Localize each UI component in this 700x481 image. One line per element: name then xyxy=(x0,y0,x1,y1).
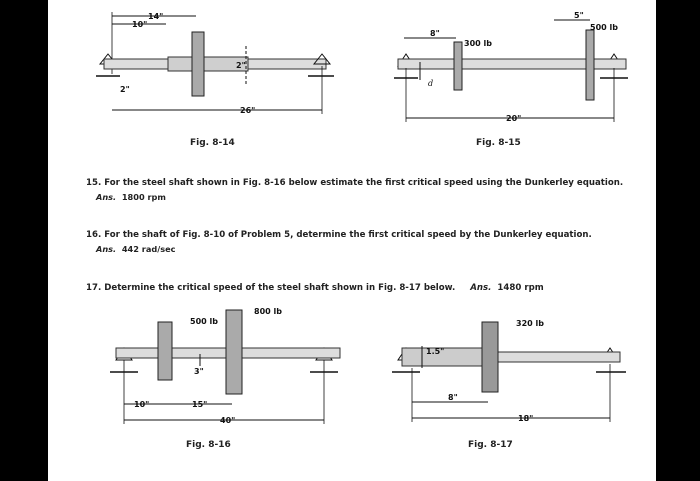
problem-17: 17. Determine the critical speed of the … xyxy=(86,283,544,293)
fig17-load: 320 lb xyxy=(516,319,544,328)
figure-8-15: 8" 5" 300 lb 500 lb d 20" xyxy=(394,6,634,126)
fig17-dia: 1.5" xyxy=(426,347,444,356)
fig15-load-b: 500 lb xyxy=(590,23,618,32)
problem-16-answer: Ans. 442 rad/sec xyxy=(96,244,176,254)
fig15-dim-gap: 8" xyxy=(430,29,440,38)
fig16-load-a: 500 lb xyxy=(190,317,218,326)
fig16-seg-a: 10" xyxy=(134,400,149,409)
answer-label: Ans. xyxy=(96,244,117,254)
problem-16-text: For the shaft of Fig. 8-10 of Problem 5,… xyxy=(104,230,592,240)
fig15-load-a: 300 lb xyxy=(464,39,492,48)
fig16-caption: Fig. 8-16 xyxy=(186,440,231,450)
fig15-dim-end: 5" xyxy=(574,11,584,20)
answer-value: 1800 rpm xyxy=(121,192,166,202)
answer-label: Ans. xyxy=(470,283,492,293)
problem-16-number: 16. xyxy=(86,230,102,240)
fig14-caption: Fig. 8-14 xyxy=(190,138,235,148)
fig15-diameter: d xyxy=(428,79,433,88)
fig14-dim-span: 26" xyxy=(240,106,255,115)
fig15-dim-span: 20" xyxy=(506,114,521,123)
fig15-caption: Fig. 8-15 xyxy=(476,138,521,148)
fig17-caption: Fig. 8-17 xyxy=(468,440,513,450)
problem-17-number: 17. xyxy=(86,283,102,293)
problem-15-number: 15. xyxy=(86,178,102,188)
fig14-dim-small: 2" xyxy=(236,61,246,70)
answer-label: Ans. xyxy=(96,192,117,202)
fig14-dim-left: 10" xyxy=(132,20,147,29)
fig17-span: 18" xyxy=(518,414,533,423)
figure-8-17: 320 lb 1.5" 8" 18" xyxy=(392,306,632,432)
problem-16: 16. For the shaft of Fig. 8-10 of Proble… xyxy=(86,230,592,240)
textbook-page: 14" 10" 2" 2" 26" Fig. 8-14 xyxy=(48,0,656,481)
figure-8-16: 500 lb 800 lb 3" 10" 15" 40" xyxy=(108,300,348,430)
fig14-dim-top: 14" xyxy=(148,12,163,21)
problem-15-text: For the steel shaft shown in Fig. 8-16 b… xyxy=(104,178,624,188)
problem-15-answer: Ans. 1800 rpm xyxy=(96,192,166,202)
fig17-seg: 8" xyxy=(448,393,458,402)
fig14-dim-offset: 2" xyxy=(120,85,130,94)
answer-value: 1480 rpm xyxy=(497,283,544,293)
fig16-span: 40" xyxy=(220,416,235,425)
figure-8-14: 14" 10" 2" 2" 26" xyxy=(96,6,336,126)
problem-15: 15. For the steel shaft shown in Fig. 8-… xyxy=(86,178,623,188)
problem-17-text: Determine the critical speed of the stee… xyxy=(104,283,456,293)
answer-value: 442 rad/sec xyxy=(121,244,176,254)
fig16-seg-b: 15" xyxy=(192,400,207,409)
fig16-load-b: 800 lb xyxy=(254,307,282,316)
fig16-dia: 3" xyxy=(194,367,204,376)
